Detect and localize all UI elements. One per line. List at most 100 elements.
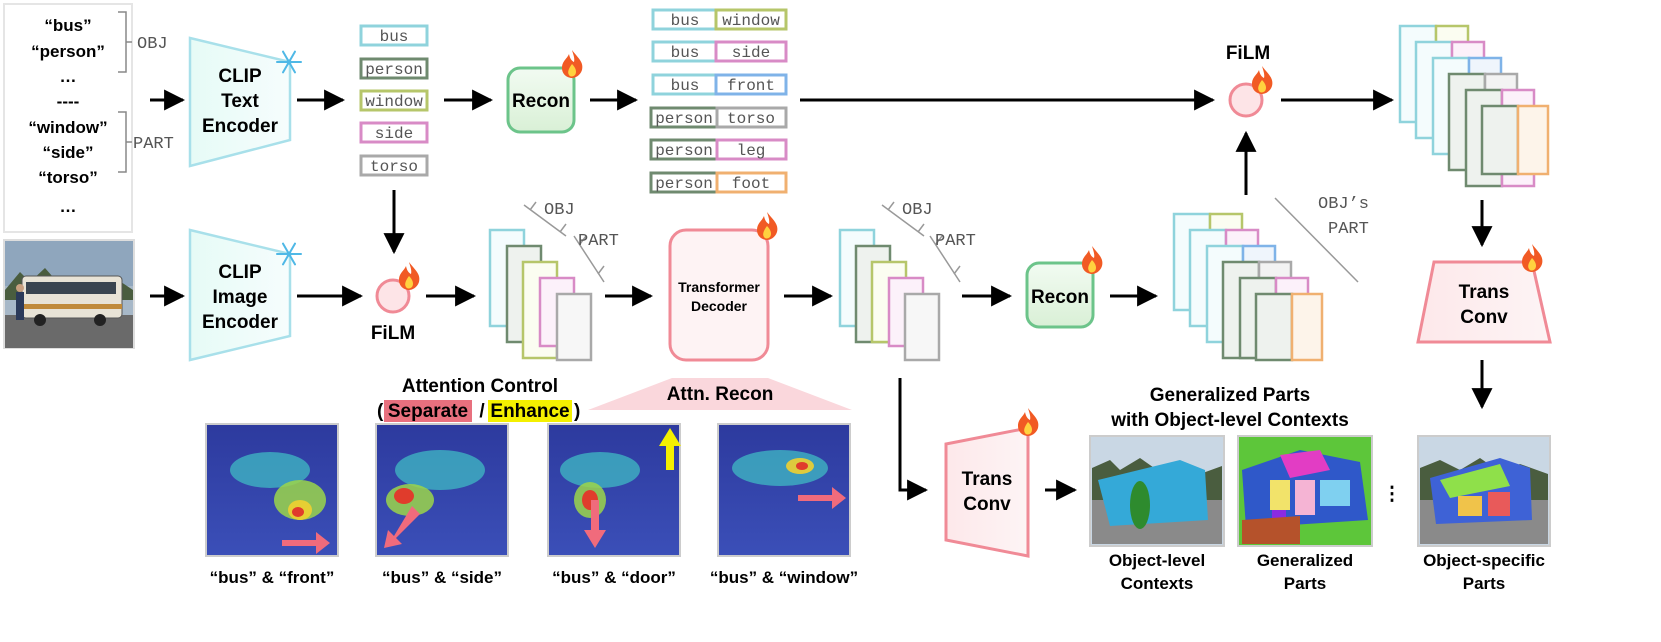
result-gen-parts-label-2: Parts [1284,574,1327,593]
paren-close: ) [574,401,580,422]
caption-window: “bus” & “window” [710,568,858,587]
slash-label: / [479,401,485,422]
obj-brace [118,11,132,73]
trans-conv-right: Trans Conv [1416,244,1552,344]
trans-conv-right-label-2: Conv [1460,307,1508,328]
image-encoder-label-1: CLIP [218,262,262,283]
token-3: side [375,125,413,143]
pair-1-obj: bus [671,44,700,62]
result-obj-specific-label-2: Parts [1463,574,1506,593]
heatmap-door [547,423,681,557]
clip-text-encoder: CLIP Text Encoder [188,36,302,168]
enhance-label: Enhance [490,401,569,422]
enhance-highlight [488,400,572,422]
result-obj-ctx-label-2: Contexts [1121,574,1194,593]
pair-1-part: side [732,44,770,62]
film-bottom: FiLM [371,262,420,344]
prompt-obj-1: “person” [31,42,105,61]
caption-front: “bus” & “front” [210,568,335,587]
stack-1-part-label: PART [578,232,619,251]
result-gen-parts-label-1: Generalized [1257,551,1353,570]
prompt-part-2: “torso” [38,168,98,187]
more-results-dots: ⋮ [1383,484,1402,505]
token-1: person [365,61,423,79]
film-bottom-label: FiLM [371,323,415,344]
prompt-list: “bus” “person” … ---- “window” “side” “t… [3,3,174,233]
text-encoder-label-1: CLIP [218,66,262,87]
stack-2-obj-label: OBJ [902,201,933,220]
token-0: bus [380,28,409,46]
stack-2-part-label: PART [935,232,976,251]
pair-list: bus window bus side bus front person tor… [649,8,788,194]
result-obj-specific-label-1: Object-specific [1423,551,1545,570]
heatmap-front [205,423,339,557]
results-heading-1: Generalized Parts [1150,385,1311,406]
object-level-result-image [1089,435,1225,547]
prompt-obj-label: OBJ [137,35,168,54]
film-top-label: FiLM [1226,43,1270,64]
arrow-features-to-lower-transconv [898,378,929,501]
recon-top: Recon [506,50,583,134]
prompt-part-0: “window” [28,118,107,137]
attention-control: Attention Control ( Separate / Enhance )… [205,376,858,587]
pair-5-obj: person [655,175,713,193]
recon-top-label: Recon [512,91,570,112]
trainable-flame-icon [399,262,420,290]
pair-2-obj: bus [671,77,700,95]
decoder-label-1: Transformer [678,279,760,295]
caption-side: “bus” & “side” [382,568,502,587]
film-top: FiLM [1226,43,1273,118]
trainable-flame-icon [1018,408,1039,436]
trainable-flame-icon [1082,246,1103,274]
attention-control-subtitle: ( [377,401,384,422]
pair-0-obj: bus [671,12,700,30]
output-feature-stack [1398,24,1550,188]
pair-feature-stack: OBJ’s PART [1172,195,1369,362]
attention-control-title: Attention Control [402,376,558,397]
attn-recon-banner [588,378,852,410]
recon-bottom-label: Recon [1031,287,1089,308]
caption-door: “bus” & “door” [552,568,676,587]
heatmap-window [717,423,851,557]
separate-highlight [384,400,472,422]
transformer-decoder: Transformer Decoder [668,212,778,362]
generalized-parts-result-image [1237,435,1373,547]
results-section: Generalized Parts with Object-level Cont… [1089,385,1551,593]
paren-open: ( [377,401,384,422]
token-4: torso [370,158,418,176]
prompt-part-3: … [60,197,77,216]
trans-conv-lower-label-1: Trans [962,469,1013,490]
prompt-separator: ---- [57,92,80,111]
prompt-part-label: PART [133,135,174,154]
image-encoder-label-3: Encoder [202,312,279,333]
pair-2-part: front [727,77,775,95]
trans-conv-lower: Trans Conv [944,408,1039,558]
heatmap-side [375,423,509,557]
pair-4-obj: person [655,142,713,160]
text-encoder-label-3: Encoder [202,116,279,137]
feature-stack-2: OBJ PART [838,201,976,362]
pair-3-obj: person [655,110,713,128]
results-heading-2: with Object-level Contexts [1110,410,1349,431]
input-image [3,239,135,349]
trainable-flame-icon [1252,66,1273,94]
trans-conv-right-label-1: Trans [1459,282,1510,303]
prompt-obj-0: “bus” [44,16,91,35]
token-list: bus person window side torso [359,24,429,177]
pair-3-part: torso [727,110,775,128]
token-2: window [365,93,423,111]
trainable-flame-icon [1522,244,1543,272]
pair-0-part: window [722,12,780,30]
part-brace [118,111,132,173]
pair-5-part: foot [732,175,770,193]
attn-recon-label: Attn. Recon [667,384,774,405]
objs-part-label-1: OBJ’s [1318,195,1369,214]
prompt-obj-2: … [60,67,77,86]
decoder-label-2: Decoder [691,298,748,314]
objs-part-label-2: PART [1328,220,1369,239]
recon-bottom: Recon [1025,246,1103,329]
trainable-flame-icon [757,212,778,240]
pair-4-part: leg [737,142,766,160]
prompt-part-1: “side” [42,143,93,162]
